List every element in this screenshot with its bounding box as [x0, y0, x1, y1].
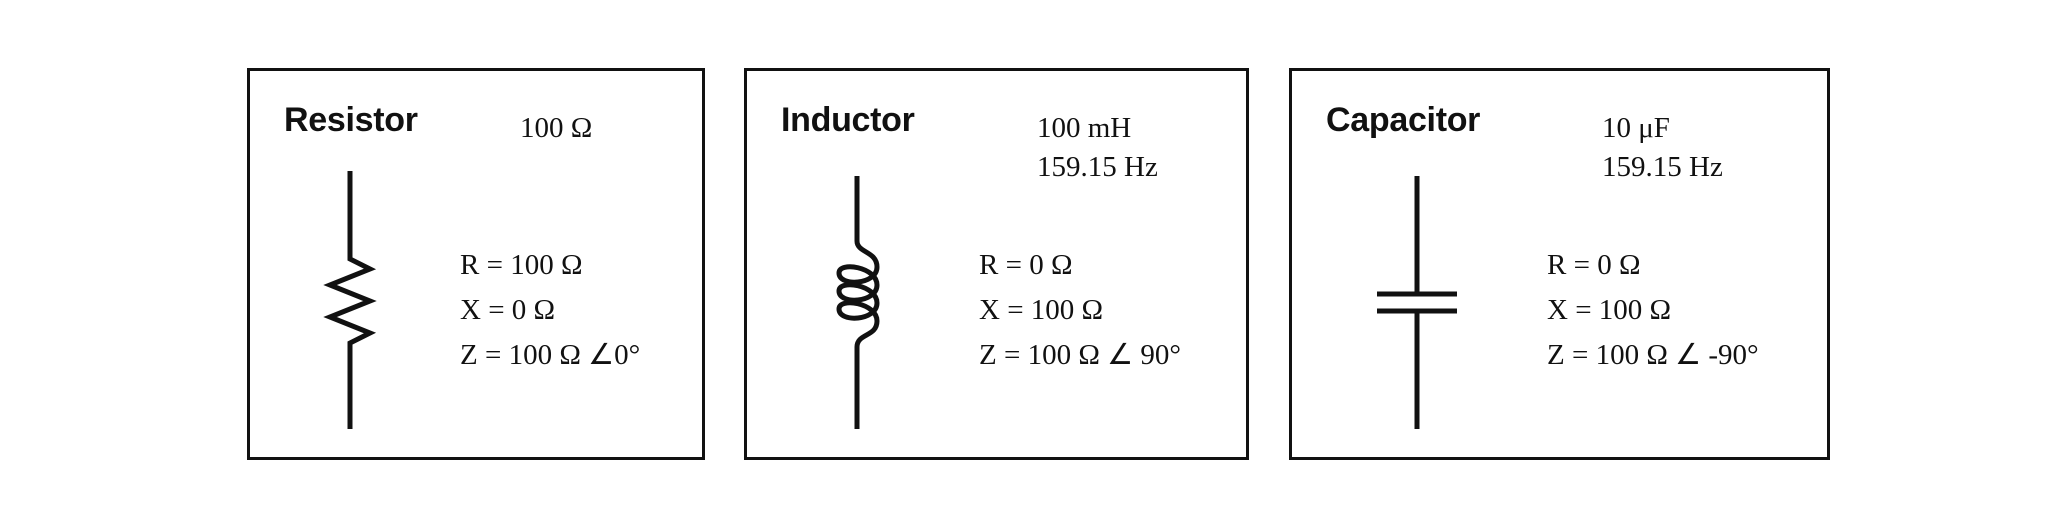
capacitor-r-value: R = 0 Ω: [1547, 249, 1641, 281]
resistor-x-value: X = 0 Ω: [460, 294, 556, 326]
inductor-frequency-value: 159.15 Hz: [1037, 151, 1158, 183]
inductor-inductance-value: 100 mH: [1037, 112, 1132, 144]
capacitor-frequency-value: 159.15 Hz: [1602, 151, 1723, 183]
inductor-panel: Inductor 100 mH 159.15 Hz R = 0 Ω X = 10…: [744, 68, 1249, 460]
resistor-panel: Resistor 100 Ω R = 100 Ω X = 0 Ω Z = 100…: [247, 68, 705, 460]
inductor-title: Inductor: [781, 101, 915, 139]
inductor-r-value: R = 0 Ω: [979, 249, 1073, 281]
capacitor-panel: Capacitor 10 μF 159.15 Hz R = 0 Ω X = 10…: [1289, 68, 1830, 460]
inductor-spec: 100 mH 159.15 Hz: [1037, 109, 1158, 187]
capacitor-x-value: X = 100 Ω: [1547, 294, 1672, 326]
capacitor-spec: 10 μF 159.15 Hz: [1602, 109, 1723, 187]
capacitor-title: Capacitor: [1326, 101, 1481, 139]
resistor-params: R = 100 Ω X = 0 Ω Z = 100 Ω ∠0°: [460, 243, 640, 378]
inductor-z-value: Z = 100 Ω ∠ 90°: [979, 339, 1181, 371]
resistor-symbol-icon: [323, 171, 377, 429]
resistor-spec: 100 Ω: [520, 109, 592, 148]
capacitor-symbol-icon: [1377, 176, 1457, 429]
resistor-z-value: Z = 100 Ω ∠0°: [460, 339, 641, 371]
inductor-symbol-icon: [836, 176, 880, 429]
capacitor-params: R = 0 Ω X = 100 Ω Z = 100 Ω ∠ -90°: [1547, 243, 1759, 378]
capacitor-z-value: Z = 100 Ω ∠ -90°: [1547, 339, 1759, 371]
resistor-title: Resistor: [284, 101, 418, 139]
resistor-r-value: R = 100 Ω: [460, 249, 583, 281]
resistor-resistance-value: 100 Ω: [520, 112, 593, 144]
inductor-x-value: X = 100 Ω: [979, 294, 1104, 326]
inductor-params: R = 0 Ω X = 100 Ω Z = 100 Ω ∠ 90°: [979, 243, 1181, 378]
capacitor-capacitance-value: 10 μF: [1602, 112, 1670, 144]
